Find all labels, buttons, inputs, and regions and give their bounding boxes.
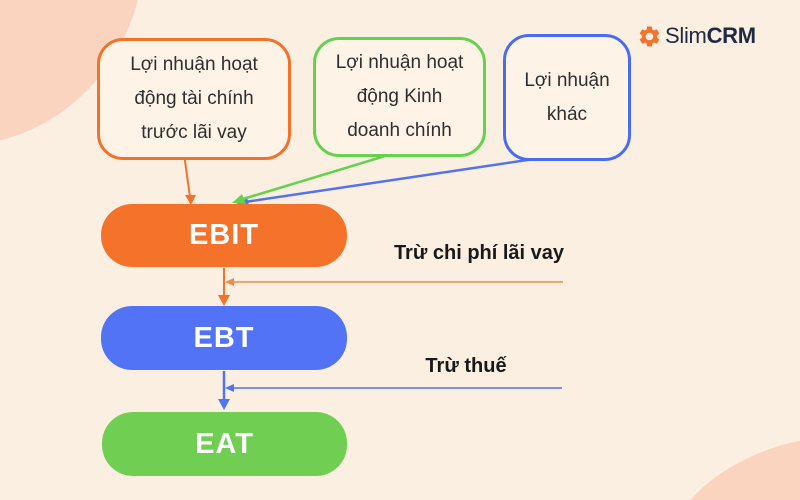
node-label: EBIT [188,219,260,251]
source-box-financial-profit: Lợi nhuận hoạt động tài chính trước lãi … [97,38,291,160]
node-label: EBT [193,321,255,354]
arrow-financial-to-ebit [183,153,196,205]
arrow-other-to-ebit [237,153,562,206]
node-label: EAT [195,427,254,460]
arrow-ebit-to-ebt [218,268,230,306]
source-box-label-line: động Kinh [356,86,443,107]
source-box-label-line: trước lãi vay [141,122,247,143]
brand-logo: SlimCRM [637,23,756,49]
arrow-ebt-to-eat [218,371,230,410]
node-ebt: EBT [101,306,347,370]
source-box-label-line: Lợi nhuận hoạt [335,52,464,73]
node-eat: EAT [102,412,347,476]
source-box-label-line: động tài chính [134,88,254,109]
edge-label-interest: Trừ chi phí lãi vay [393,242,565,264]
arrow-business-to-ebit [232,151,396,204]
background-blob-bottom-right [660,435,800,500]
source-box-other-profit: Lợi nhuận khác [503,34,631,161]
node-ebit: EBIT [101,204,347,267]
gear-icon [637,24,662,49]
brand-name: SlimCRM [665,23,756,48]
rule-tax [225,384,562,392]
edge-label-tax: Trừ thuế [425,355,507,377]
source-box-label-line: Lợi nhuận [524,69,610,91]
source-box-label-line: khác [546,103,588,125]
source-box-main-business-profit: Lợi nhuận hoạt động Kinh doanh chính [313,37,486,157]
source-box-label-line: doanh chính [347,120,452,141]
source-box-label-line: Lợi nhuận hoạt [130,54,258,75]
rule-interest-expense [225,278,563,286]
